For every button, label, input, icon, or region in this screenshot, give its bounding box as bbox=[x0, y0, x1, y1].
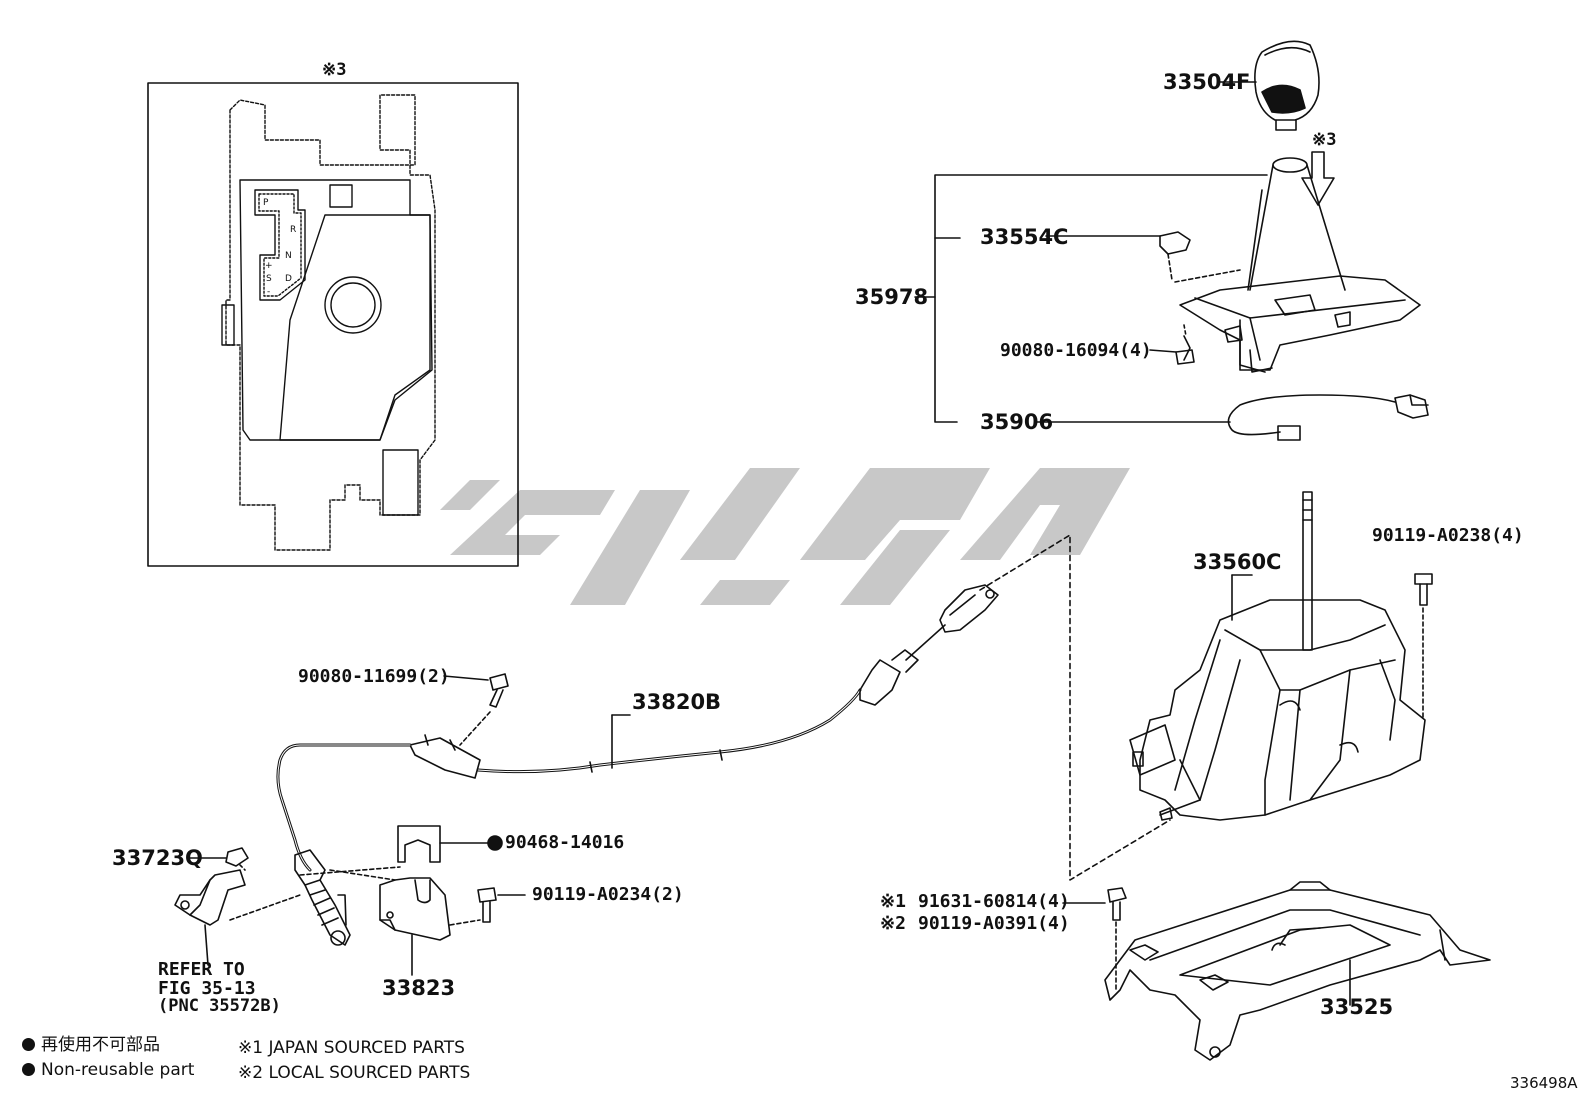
label-marker-2: ※2 bbox=[880, 913, 906, 934]
arrow-down-icon bbox=[1301, 151, 1335, 206]
bracket-33823 bbox=[329, 869, 481, 976]
label-35978: 35978 bbox=[855, 285, 929, 309]
inset-frame bbox=[147, 82, 519, 567]
legend-japan-sourced: ※1 JAPAN SOURCED PARTS bbox=[238, 1038, 465, 1058]
label-marker-1: ※1 bbox=[880, 891, 906, 912]
wire-harness bbox=[1227, 394, 1396, 436]
label-33723q: 33723Q bbox=[112, 846, 203, 870]
shift-lever-assembly bbox=[1129, 491, 1426, 821]
label-knob-marker: ※3 bbox=[1312, 130, 1337, 150]
label-33820b: 33820B bbox=[632, 690, 722, 714]
label-33554c: 33554C bbox=[980, 225, 1069, 249]
bolt-a0238 bbox=[1414, 573, 1433, 721]
legend-nonreusable-jp: 再使用不可部品 bbox=[22, 1037, 160, 1054]
image-code: 336498A bbox=[1510, 1074, 1578, 1092]
clip-14016 bbox=[397, 825, 489, 863]
label-33823: 33823 bbox=[382, 976, 456, 1000]
legend-nonreusable-en: Non-reusable part bbox=[22, 1062, 194, 1079]
svg-text:N: N bbox=[285, 251, 292, 261]
svg-text:S: S bbox=[266, 274, 272, 284]
label-33504f: 33504F bbox=[1163, 70, 1251, 94]
shift-panel-drawing bbox=[221, 94, 436, 551]
label-90119-a0238: 90119-A0238(4) bbox=[1372, 525, 1524, 546]
svg-text:D: D bbox=[285, 274, 292, 284]
bolt-11699 bbox=[459, 673, 509, 746]
label-91631-60814: 91631-60814(4) bbox=[918, 891, 1070, 912]
gate-letters: P R N D S + - bbox=[263, 198, 296, 297]
label-90119-a0234: 90119-A0234(2) bbox=[532, 884, 684, 905]
bracket-33525 bbox=[1104, 881, 1491, 1061]
label-90080-11699: 90080-11699(2) bbox=[298, 666, 450, 687]
bolt-a0234 bbox=[477, 887, 526, 923]
label-90119-a0391: 90119-A0391(4) bbox=[918, 913, 1070, 934]
bullet-icon bbox=[22, 1038, 35, 1051]
screw-16094 bbox=[1175, 324, 1195, 365]
non-reusable-marker-icon bbox=[487, 835, 503, 851]
bullet-icon bbox=[22, 1063, 35, 1076]
bolt-60814 bbox=[1107, 887, 1127, 991]
nut-33723q bbox=[174, 847, 401, 966]
svg-text:+: + bbox=[265, 261, 273, 271]
label-refer-line2: FIG 35-13 bbox=[158, 978, 256, 999]
svg-text:P: P bbox=[263, 198, 269, 208]
label-33560c: 33560C bbox=[1193, 550, 1282, 574]
label-90468-14016: 90468-14016 bbox=[505, 832, 625, 853]
label-33525: 33525 bbox=[1320, 995, 1394, 1019]
shift-knob bbox=[1254, 40, 1320, 131]
watermark-logo bbox=[440, 468, 1130, 605]
label-refer-line3: (PNC 35572B) bbox=[158, 996, 281, 1016]
label-refer-line1: REFER TO bbox=[158, 959, 245, 980]
inset-marker: ※3 bbox=[322, 60, 347, 80]
svg-text:-: - bbox=[267, 287, 270, 297]
shift-cable bbox=[276, 584, 999, 946]
label-90080-16094: 90080-16094(4) bbox=[1000, 340, 1152, 361]
label-35906: 35906 bbox=[980, 410, 1054, 434]
cable-connection-line bbox=[979, 534, 1171, 881]
legend-local-sourced: ※2 LOCAL SOURCED PARTS bbox=[238, 1063, 471, 1083]
retainer-clip bbox=[1159, 231, 1241, 283]
shift-housing bbox=[1179, 157, 1421, 373]
svg-text:R: R bbox=[290, 225, 296, 235]
